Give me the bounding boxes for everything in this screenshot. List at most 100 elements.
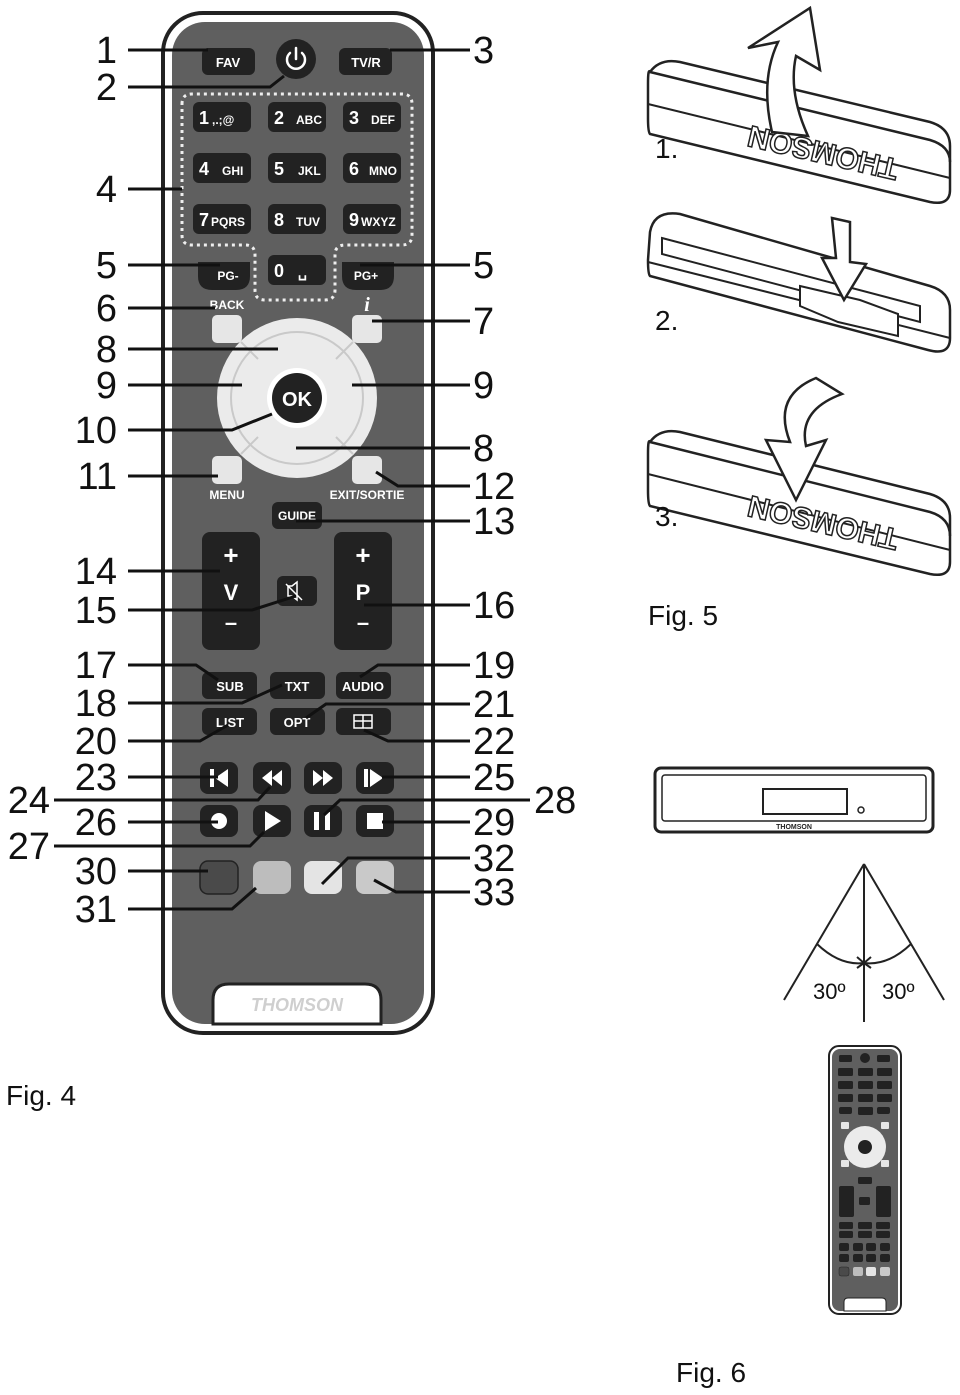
step-3-cover-replaced: THOMSON 3. bbox=[646, 376, 952, 576]
digit-9-label: 9 bbox=[349, 210, 359, 230]
callout-9-right: 9 bbox=[473, 365, 494, 407]
angle-lines bbox=[783, 863, 945, 1022]
callout-3: 3 bbox=[473, 30, 494, 72]
callout-30: 30 bbox=[75, 851, 117, 893]
fav-button[interactable] bbox=[202, 48, 255, 75]
digit-6-button[interactable] bbox=[343, 153, 401, 183]
receiver-front-panel bbox=[661, 774, 927, 822]
callout-14: 14 bbox=[75, 551, 117, 593]
color-key-1[interactable] bbox=[199, 860, 239, 895]
callout-32: 32 bbox=[473, 838, 515, 880]
program-down-label: – bbox=[357, 610, 369, 635]
remote-logo-plate bbox=[211, 982, 383, 1026]
battery-latch bbox=[799, 284, 899, 338]
callout-29: 29 bbox=[473, 802, 515, 844]
skip-forward-icon bbox=[364, 769, 383, 787]
callout-21: 21 bbox=[473, 684, 515, 726]
callout-20: 20 bbox=[75, 721, 117, 763]
volume-rocker[interactable] bbox=[202, 532, 260, 650]
digit-3-label: 3 bbox=[349, 108, 359, 128]
back-button[interactable] bbox=[212, 315, 242, 343]
lift-arrow-icon bbox=[747, 5, 822, 138]
digit-0-button[interactable] bbox=[268, 255, 326, 285]
callout-16: 16 bbox=[473, 585, 515, 627]
color-key-2[interactable] bbox=[253, 861, 291, 894]
digit-1-sub: ,.;@ bbox=[212, 113, 234, 127]
mute-icon bbox=[285, 580, 303, 602]
digit-3-button[interactable] bbox=[343, 102, 401, 132]
tv-radio-button[interactable] bbox=[339, 48, 392, 75]
teletext-label: TXT bbox=[285, 679, 310, 694]
numeric-keypad-outline bbox=[180, 92, 414, 302]
digit-4-label: 4 bbox=[199, 159, 209, 179]
digit-8-button[interactable] bbox=[268, 204, 326, 234]
callout-12: 12 bbox=[473, 466, 515, 508]
callout-27: 27 bbox=[8, 826, 50, 868]
digit-7-button[interactable] bbox=[193, 204, 251, 234]
receiver-brand: THOMSON bbox=[776, 824, 812, 831]
callout-26: 26 bbox=[75, 802, 117, 844]
ok-button[interactable] bbox=[272, 373, 322, 423]
digit-6-label: 6 bbox=[349, 159, 359, 179]
callout-19: 19 bbox=[473, 645, 515, 687]
ok-label: OK bbox=[282, 389, 313, 411]
callout-18: 18 bbox=[75, 683, 117, 725]
callout-28: 28 bbox=[534, 780, 576, 822]
step-1-label: 1. bbox=[655, 133, 678, 164]
transport-row-2 bbox=[200, 805, 394, 837]
callout-7: 7 bbox=[473, 301, 494, 343]
callout-6: 6 bbox=[96, 288, 117, 330]
menu-button[interactable] bbox=[212, 456, 242, 484]
callout-17: 17 bbox=[75, 645, 117, 687]
color-key-3[interactable] bbox=[304, 861, 342, 894]
pause-icon bbox=[314, 812, 330, 830]
pause-button[interactable] bbox=[304, 805, 342, 837]
callout-15: 15 bbox=[75, 590, 117, 632]
callout-8-bottom: 8 bbox=[473, 428, 494, 470]
nav-ring-inner bbox=[230, 331, 364, 465]
digit-8-sub: TUV bbox=[296, 215, 320, 229]
transport-row-1 bbox=[200, 762, 394, 794]
tv-radio-label: TV/R bbox=[351, 55, 381, 70]
step-3-label: 3. bbox=[655, 501, 678, 532]
teletext-button[interactable] bbox=[270, 672, 325, 699]
program-rocker[interactable] bbox=[334, 532, 392, 650]
audio-button[interactable] bbox=[336, 672, 391, 699]
digit-7-sub: PQRS bbox=[211, 215, 245, 229]
digit-4-button[interactable] bbox=[193, 153, 251, 183]
page-up-button[interactable] bbox=[342, 262, 394, 290]
record-icon bbox=[211, 813, 227, 829]
callout-5-left: 5 bbox=[96, 245, 117, 287]
mini-remote bbox=[828, 1045, 902, 1315]
callout-25: 25 bbox=[473, 757, 515, 799]
fig6-caption: Fig. 6 bbox=[676, 1357, 746, 1388]
options-label: OPT bbox=[284, 715, 311, 730]
digit-5-button[interactable] bbox=[268, 153, 326, 183]
digit-9-button[interactable] bbox=[343, 204, 401, 234]
page-up-label: PG+ bbox=[354, 269, 378, 283]
page-down-button[interactable] bbox=[198, 262, 250, 290]
digit-0-label: 0 bbox=[274, 261, 284, 281]
callout-5-right: 5 bbox=[473, 245, 494, 287]
fig6-receiver-angle: THOMSON 30º 30º bbox=[653, 766, 945, 1388]
audio-label: AUDIO bbox=[342, 679, 384, 694]
close-arrow-icon bbox=[763, 376, 845, 503]
list-button[interactable] bbox=[202, 708, 257, 735]
remote-brand-logo: THOMSON bbox=[251, 995, 344, 1015]
info-button[interactable] bbox=[352, 315, 382, 343]
callout-33: 33 bbox=[473, 872, 515, 914]
fig5-caption: Fig. 5 bbox=[648, 600, 718, 631]
digit-2-button[interactable] bbox=[268, 102, 326, 132]
digit-1-button[interactable] bbox=[193, 102, 251, 132]
list-label: LIST bbox=[216, 715, 244, 730]
rewind-icon bbox=[262, 770, 282, 786]
exit-button[interactable] bbox=[352, 456, 382, 484]
angle-right-label: 30º bbox=[882, 979, 915, 1004]
digit-0-sub: ␣ bbox=[298, 264, 307, 281]
subtitle-label: SUB bbox=[216, 679, 243, 694]
callout-13: 13 bbox=[473, 501, 515, 543]
power-icon bbox=[285, 46, 307, 70]
digit-8-label: 8 bbox=[274, 210, 284, 230]
program-up-label: + bbox=[355, 540, 370, 570]
